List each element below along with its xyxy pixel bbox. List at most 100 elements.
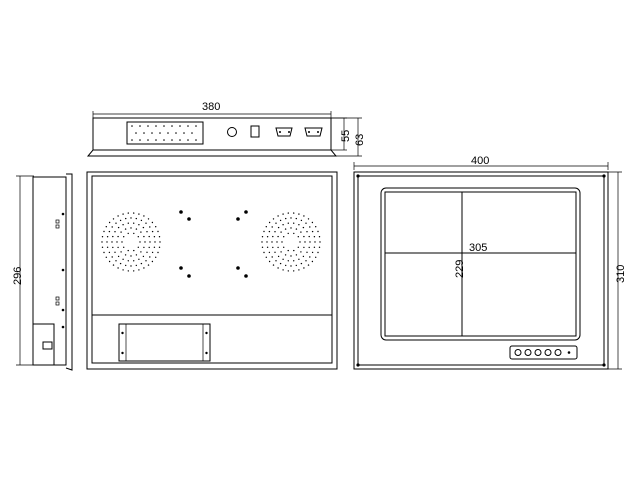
vent-hole	[290, 227, 292, 229]
vent-hole	[127, 249, 129, 252]
vent-hole	[290, 265, 292, 267]
control-button-icon[interactable]	[554, 349, 562, 356]
vent-hole	[284, 254, 287, 256]
vent-hole	[305, 222, 307, 224]
front-view: 400 310 305 229	[353, 155, 627, 370]
screen-area	[384, 191, 577, 337]
vent-hole	[263, 251, 265, 254]
vent-hole	[315, 256, 317, 258]
vent-hole	[306, 251, 308, 253]
dim-side-height: 296	[12, 267, 24, 285]
vent-hole	[277, 226, 280, 229]
vent-hole	[101, 236, 104, 238]
vent-hole	[306, 231, 308, 233]
vent-hole	[303, 267, 305, 269]
vent-hole	[135, 228, 138, 230]
vent-hole	[115, 222, 117, 224]
vent-hole	[101, 246, 104, 248]
vent-hole	[195, 125, 197, 127]
vent-hole	[127, 212, 129, 214]
power-jack-icon	[227, 127, 237, 137]
vent-hole	[143, 215, 145, 217]
vent-hole	[154, 241, 156, 243]
vent-hole	[266, 246, 269, 248]
vent-hole	[133, 249, 135, 252]
vent-hole	[302, 255, 305, 258]
control-button-icon[interactable]	[524, 349, 532, 356]
vent-hole	[171, 139, 173, 141]
vent-hole	[127, 260, 129, 262]
vent-hole	[293, 260, 295, 262]
vent-hole	[293, 232, 295, 235]
vent-hole	[303, 215, 305, 217]
vent-hole	[277, 235, 279, 238]
vent-hole	[143, 132, 145, 134]
vent-hole	[159, 132, 161, 134]
vent-hole	[147, 218, 150, 220]
vent-hole	[287, 212, 289, 214]
vent-hole	[277, 246, 279, 249]
vent-hole	[140, 219, 143, 222]
vent-hole	[314, 241, 316, 243]
vent-hole	[135, 264, 137, 267]
vent-hole	[261, 236, 264, 238]
vent-hole	[308, 246, 310, 249]
vent-hole	[293, 249, 295, 252]
vent-hole	[139, 241, 141, 243]
vent-hole	[298, 258, 300, 260]
dim-top-depth-inner: 55	[340, 130, 352, 142]
vent-hole	[124, 254, 127, 256]
vent-hole	[112, 235, 114, 238]
vent-hole	[272, 235, 274, 238]
vent-hole	[307, 218, 310, 220]
vent-hole	[265, 256, 267, 258]
side-bracket	[32, 323, 55, 366]
vent-hole	[287, 249, 289, 252]
vent-hole	[142, 226, 145, 229]
vent-hole	[287, 222, 289, 224]
control-button-icon[interactable]	[514, 349, 522, 356]
vent-hole	[139, 125, 141, 127]
vent-hole	[147, 139, 149, 141]
vent-hole	[138, 269, 140, 271]
vent-hole	[285, 217, 287, 220]
power-led-icon	[567, 351, 571, 354]
vent-hole	[311, 230, 314, 233]
vent-hole	[279, 262, 282, 265]
vent-hole	[179, 125, 181, 127]
vent-hole	[315, 226, 317, 228]
screen-frame	[380, 187, 581, 341]
vent-hole	[272, 246, 274, 249]
side-bezel	[65, 173, 73, 371]
vent-hole	[143, 246, 145, 249]
vent-hole	[155, 125, 157, 127]
vent-hole	[276, 241, 278, 243]
right-vent-icon	[261, 212, 321, 272]
vent-hole	[105, 256, 108, 258]
side-view: 296	[12, 173, 73, 371]
vent-hole	[117, 267, 119, 269]
vent-hole	[153, 236, 156, 238]
top-body	[92, 117, 332, 151]
vent-hole	[108, 260, 111, 263]
vent-hole	[140, 231, 142, 233]
vent-hole	[268, 230, 271, 233]
vent-hole	[282, 213, 284, 215]
vent-hole	[146, 231, 148, 233]
vent-hole	[125, 264, 127, 267]
front-corner-screws	[356, 174, 606, 367]
vent-hole	[295, 254, 298, 256]
vent-hole	[167, 132, 169, 134]
control-button-icon[interactable]	[534, 349, 542, 356]
rear-bracket	[118, 323, 211, 362]
vent-hole	[119, 219, 122, 222]
vent-hole	[105, 226, 108, 228]
serial-port-icon	[304, 127, 323, 137]
vga-port-icon	[275, 127, 293, 137]
vent-hole	[127, 270, 129, 272]
vent-hole	[147, 125, 149, 127]
control-button-icon[interactable]	[544, 349, 552, 356]
dim-screen-width: 305	[469, 242, 487, 254]
vent-hole	[122, 269, 124, 271]
